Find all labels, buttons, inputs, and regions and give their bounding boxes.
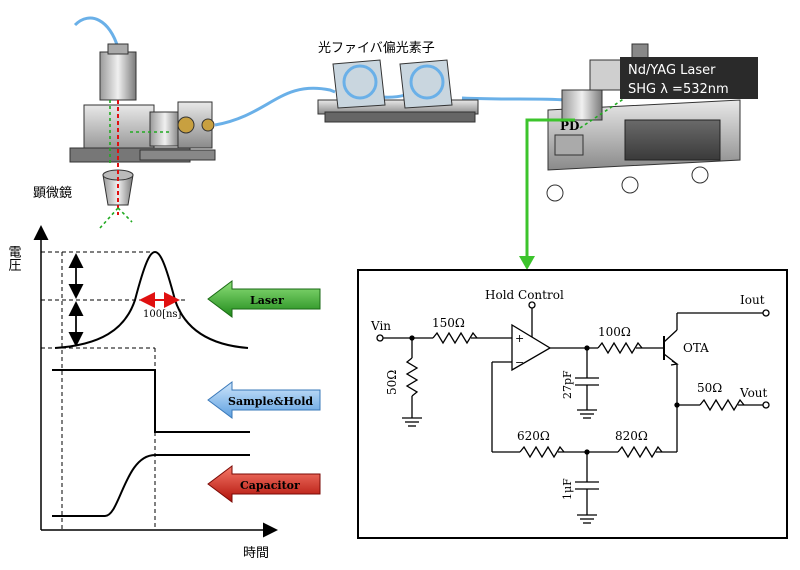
ota-label: OTA <box>683 341 709 355</box>
capacitor-curve <box>52 454 250 517</box>
cap-hold-label: 27pF <box>561 370 574 399</box>
hold-control-label: Hold Control <box>485 288 564 302</box>
resistor-150 <box>432 331 478 345</box>
fiber-polarizer-label: 光ファイバ偏光素子 <box>318 41 435 56</box>
laser-label-line2: SHG λ =532nm <box>628 82 729 97</box>
pulse-width-label: 100[ns] <box>143 309 182 320</box>
capacitor-arrow: Capacitor <box>207 465 321 503</box>
r-fb2-label: 820Ω <box>615 429 648 443</box>
sample-hold-wave <box>52 369 250 433</box>
microscope <box>69 43 216 229</box>
r-out-label: 50Ω <box>697 381 722 395</box>
resistor-shunt-50 <box>405 357 419 397</box>
sample-hold-arrow: Sample&Hold <box>207 381 321 419</box>
resistor-820 <box>617 445 663 459</box>
vout-label: Vout <box>739 386 768 400</box>
pd-label: PD <box>560 119 579 133</box>
optical-fiber-main <box>214 86 336 127</box>
resistor-620 <box>519 445 565 459</box>
capacitor-arrow-label: Capacitor <box>240 479 300 492</box>
laser-pulse-curve <box>54 250 249 349</box>
vin-label: Vin <box>370 319 391 333</box>
y-axis-label: 電圧 <box>6 245 22 271</box>
minus-sign: − <box>515 356 524 369</box>
laser-label-box <box>620 57 758 99</box>
pd-signal-arrowhead <box>519 256 535 270</box>
circuit-frame <box>357 269 788 539</box>
optical-fiber-top <box>73 16 120 49</box>
timing-diagram <box>33 225 278 538</box>
op-amp <box>511 323 552 372</box>
r-input-label: 150Ω <box>432 316 465 330</box>
r-fb1-label: 620Ω <box>517 429 550 443</box>
optical-fiber-to-laser <box>461 96 566 102</box>
x-axis-label: 時間 <box>243 546 269 561</box>
microscope-label: 顕微鏡 <box>33 186 72 201</box>
resistor-100 <box>597 341 643 355</box>
circuit-schematic: Hold Control Vin 150Ω 50Ω + − 100Ω 27pF … <box>357 269 788 539</box>
apparatus-illustration: 顕微鏡 光ファイバ偏光素子 Nd/YAG Laser SHG λ =532nm <box>33 16 758 270</box>
laser-arrow: Laser <box>207 280 321 318</box>
r-shunt-label: 50Ω <box>385 370 399 395</box>
resistor-out-50 <box>699 398 745 412</box>
sample-hold-arrow-label: Sample&Hold <box>228 395 313 408</box>
iout-label: Iout <box>740 293 765 307</box>
fiber-polarizer <box>317 59 479 123</box>
r-ota-in-label: 100Ω <box>598 325 631 339</box>
laser-arrow-label: Laser <box>250 294 284 307</box>
plus-sign: + <box>515 332 524 345</box>
pd-signal-line <box>525 118 575 262</box>
laser-label-line1: Nd/YAG Laser <box>628 63 716 78</box>
cap-fb-label: 1μF <box>561 478 574 500</box>
